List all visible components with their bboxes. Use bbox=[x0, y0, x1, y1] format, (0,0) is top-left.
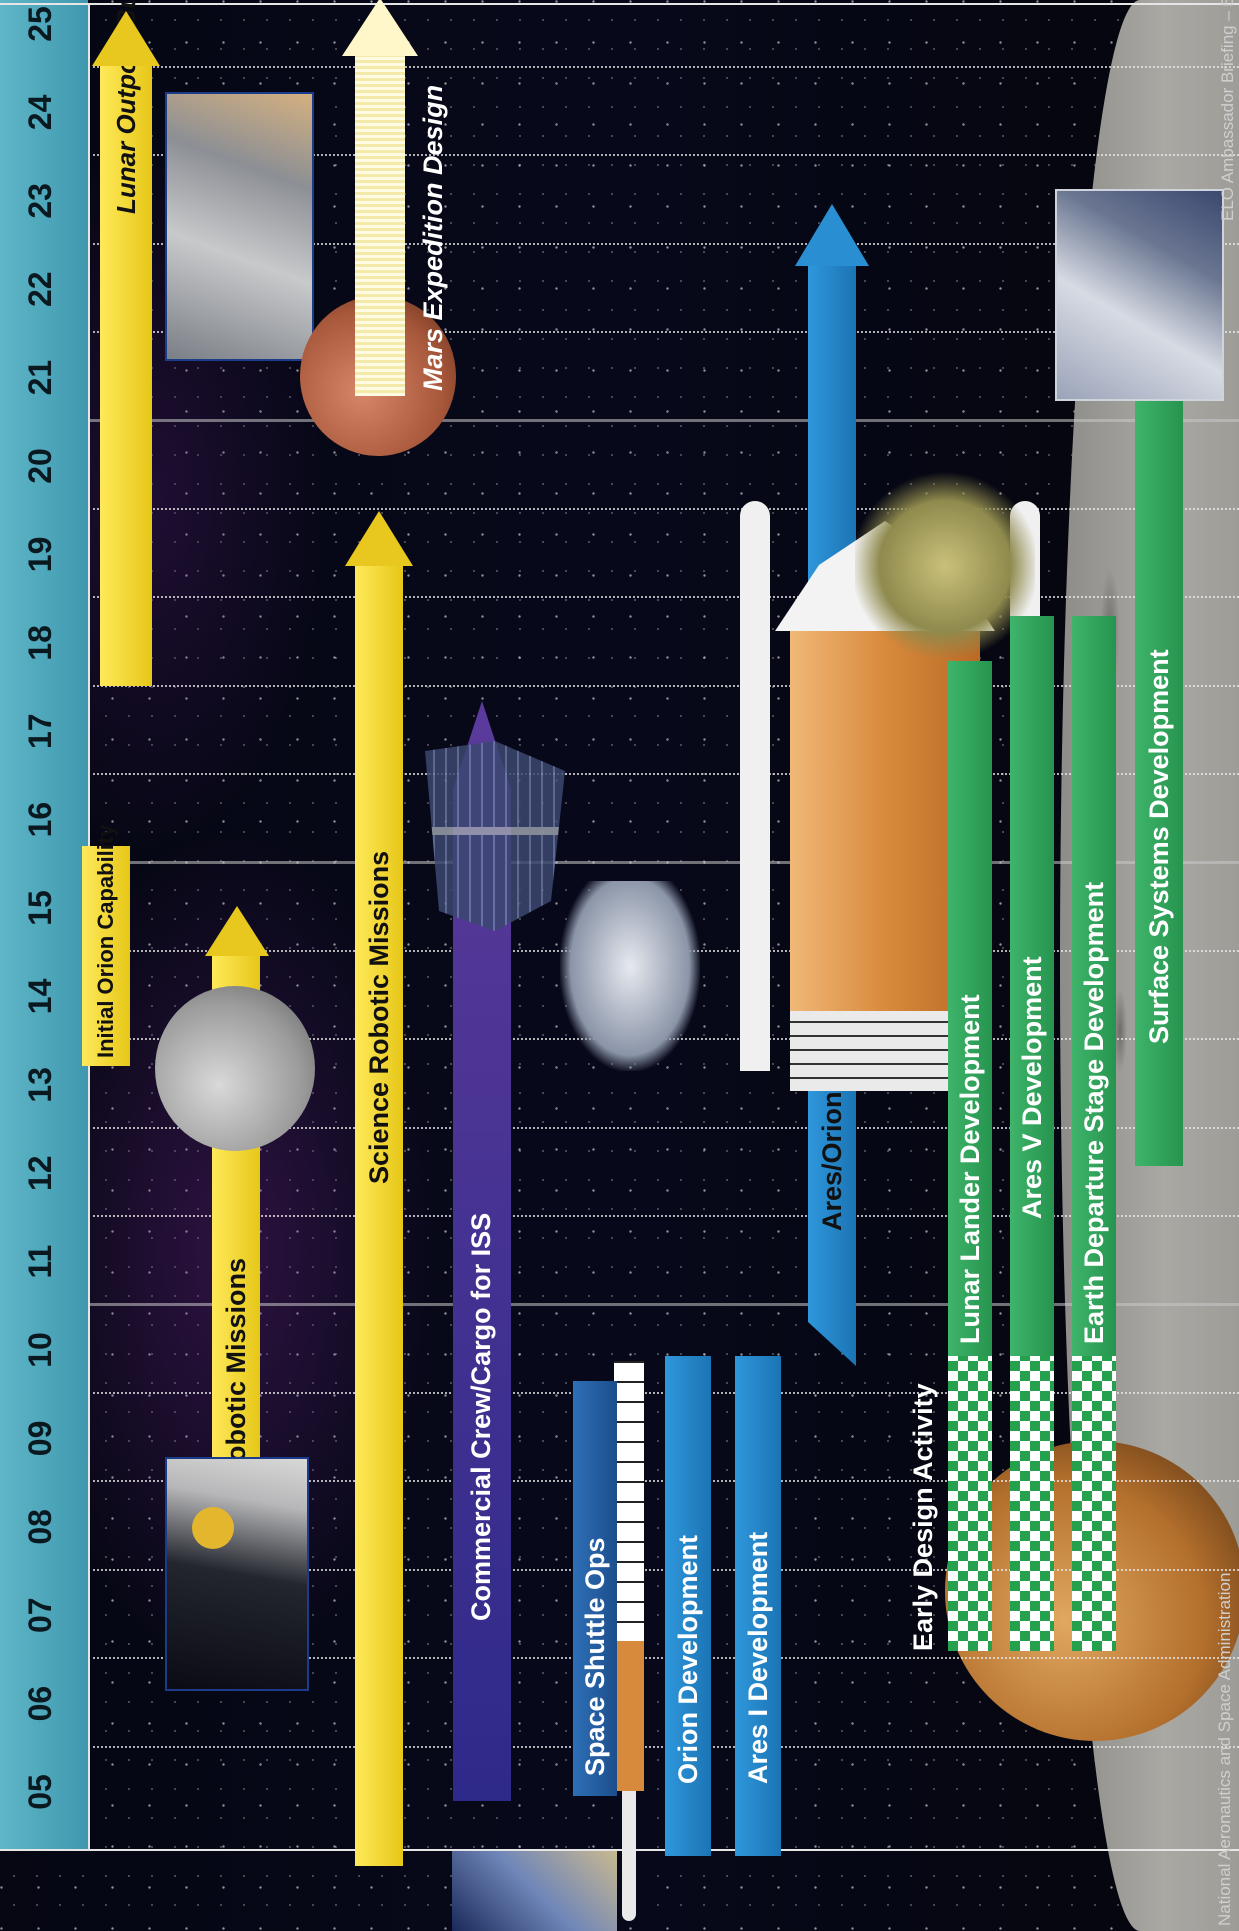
early-design-label: Early Design Activity bbox=[908, 1383, 938, 1651]
science-robotic-arrowhead bbox=[345, 511, 413, 566]
eds-early-design-bar bbox=[1072, 1356, 1116, 1651]
lunar-robotic-arrowhead bbox=[205, 906, 269, 956]
ares1-dev-bar: Ares I Development bbox=[735, 1356, 781, 1856]
lunar-outpost-photo bbox=[165, 92, 314, 361]
year-label: 12 bbox=[22, 1155, 58, 1191]
year-label: 09 bbox=[22, 1420, 58, 1457]
ares5-dev-label: Ares V Development bbox=[1016, 956, 1047, 1219]
lunar-orbiter-photo bbox=[165, 1457, 309, 1691]
lander-dev-label: Lunar Lander Development bbox=[954, 994, 985, 1344]
science-robotic-bar: Science Robotic Missions bbox=[355, 566, 403, 1866]
year-label: 25 bbox=[22, 6, 58, 42]
space-shuttle-image bbox=[452, 1851, 617, 1931]
mars-expedition-bar bbox=[355, 56, 405, 396]
year-gridline bbox=[88, 1392, 1239, 1394]
shuttle-ops-label: Space Shuttle Ops bbox=[579, 1537, 610, 1776]
mars-expedition-label: Mars Expedition Design bbox=[418, 84, 448, 391]
year-label: 11 bbox=[22, 1244, 58, 1279]
lander-dev-bar: Lunar Lander Development bbox=[948, 661, 992, 1356]
footer-right: ELO Ambassador Briefing – 5 bbox=[1218, 0, 1237, 221]
year-gridline bbox=[88, 1302, 1239, 1306]
frame-line bbox=[0, 3, 1239, 5]
year-gridline bbox=[88, 1745, 1239, 1748]
lunar-lander-image bbox=[855, 471, 1035, 661]
lunar-outpost-arrowhead bbox=[92, 11, 160, 66]
science-robotic-label: Science Robotic Missions bbox=[363, 850, 394, 1184]
moon-image bbox=[155, 986, 315, 1151]
surface-dev-label: Surface Systems Development bbox=[1143, 649, 1174, 1044]
eds-dev-label: Earth Departure Stage Development bbox=[1078, 881, 1109, 1344]
commercial-crew-label: Commercial Crew/Cargo for ISS bbox=[466, 1212, 496, 1621]
orion-dev-bar: Orion Development bbox=[665, 1356, 711, 1856]
initial-orion-bar: Initial Orion Capability bbox=[82, 825, 130, 1066]
year-label: 15 bbox=[22, 890, 58, 926]
year-label: 21 bbox=[22, 359, 58, 396]
year-gridline bbox=[88, 1215, 1239, 1218]
year-label: 10 bbox=[22, 1332, 58, 1368]
footer-left: National Aeronautics and Space Administr… bbox=[1215, 1572, 1234, 1926]
orion-dev-label: Orion Development bbox=[672, 1534, 703, 1784]
year-label: 23 bbox=[22, 183, 58, 219]
initial-orion-label: Initial Orion Capability bbox=[93, 824, 118, 1058]
ares1-dev-label: Ares I Development bbox=[742, 1531, 773, 1784]
year-label: 16 bbox=[22, 801, 58, 838]
year-label: 18 bbox=[22, 625, 58, 661]
lander-early-design-bar bbox=[948, 1356, 992, 1651]
mars-expedition-arrowhead bbox=[342, 0, 418, 56]
year-label: 17 bbox=[22, 713, 58, 749]
year-label: 19 bbox=[22, 536, 58, 573]
year-label: 07 bbox=[22, 1597, 58, 1633]
shuttle-ops-bar: Space Shuttle Ops bbox=[573, 1381, 617, 1796]
lunar-outpost-bar: Lunar Outpost Buildup bbox=[100, 0, 152, 686]
surface-dev-bar: Surface Systems Development bbox=[1135, 336, 1183, 1166]
year-label: 13 bbox=[22, 1067, 58, 1103]
ares5-early-design-bar bbox=[1010, 1356, 1054, 1651]
eva-astronaut-photo bbox=[1055, 189, 1224, 401]
year-label: 06 bbox=[22, 1685, 58, 1722]
year-label: 24 bbox=[22, 94, 58, 131]
year-label: 05 bbox=[22, 1774, 58, 1810]
eds-dev-bar: Earth Departure Stage Development bbox=[1072, 616, 1116, 1356]
year-label: 22 bbox=[22, 271, 58, 307]
year-label: 14 bbox=[22, 978, 58, 1015]
year-label: 08 bbox=[22, 1509, 58, 1545]
ares5-dev-bar: Ares V Development bbox=[1010, 616, 1054, 1356]
year-label: 20 bbox=[22, 448, 58, 484]
